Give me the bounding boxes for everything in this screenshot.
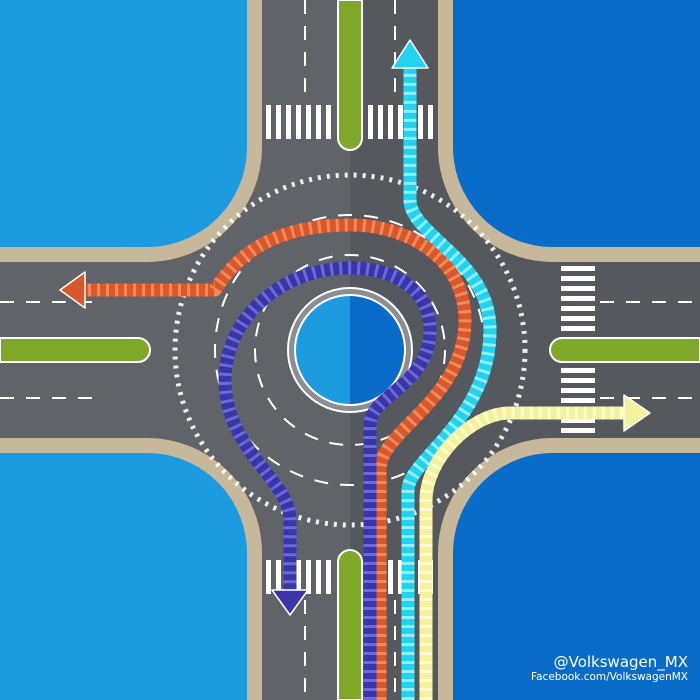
- arrow-up-icon: [391, 39, 429, 69]
- route-straight: [391, 39, 497, 700]
- arrow-right-icon: [623, 394, 651, 432]
- arrow-down-icon: [271, 589, 309, 616]
- route-right-turn: [419, 394, 651, 700]
- arrow-left-icon: [59, 271, 86, 309]
- route-left-turn: [59, 218, 472, 700]
- facebook-link: Facebook.com/VolkswagenMX: [531, 671, 688, 683]
- twitter-handle: @Volkswagen_MX: [553, 653, 688, 671]
- central-island: [287, 287, 413, 413]
- credits: @Volkswagen_MX Facebook.com/VolkswagenMX: [531, 653, 688, 684]
- route-u-turn: [218, 261, 437, 700]
- crosswalks: [266, 105, 595, 594]
